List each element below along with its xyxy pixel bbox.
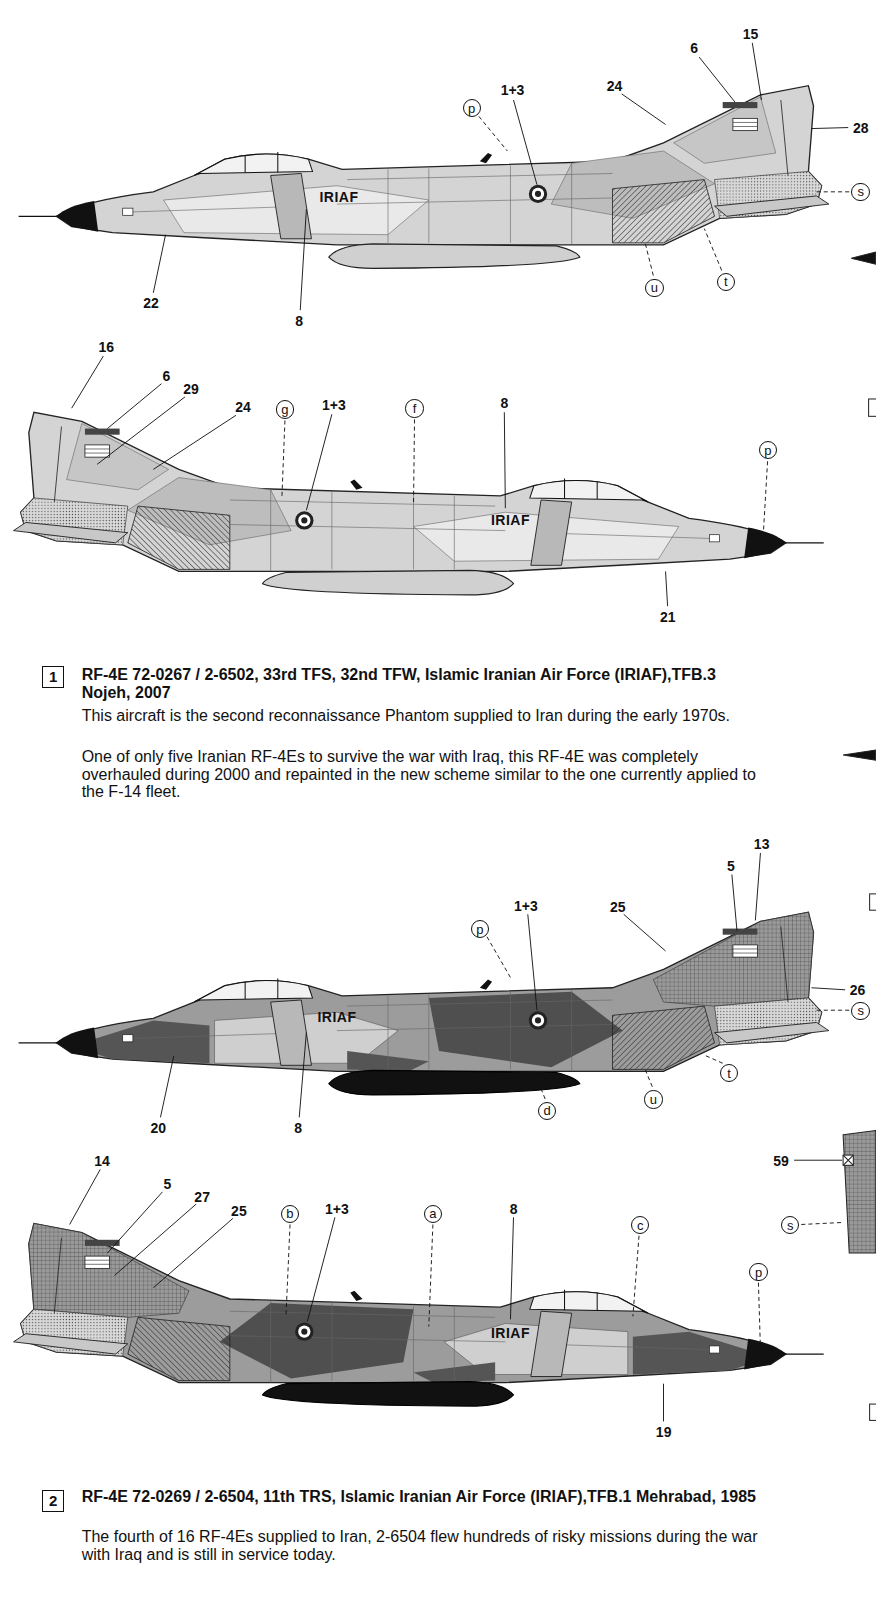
callout-number: 20	[150, 1120, 166, 1136]
callout-letter-text: p	[468, 102, 475, 115]
partial-box	[870, 894, 876, 910]
callout-letter: s	[851, 183, 869, 201]
partial-nose	[851, 252, 875, 264]
aircraft-profile	[19, 86, 829, 269]
callout-number: 22	[143, 295, 159, 311]
dashed-leader-line	[282, 116, 849, 1349]
callout-letter: p	[471, 920, 489, 938]
callout-letter-text: d	[544, 1104, 551, 1117]
callout-letter: g	[276, 400, 294, 418]
callout-letter: s	[781, 1216, 799, 1234]
callout-letter-text: t	[727, 1067, 731, 1080]
partial-profiles	[843, 252, 876, 1420]
callout-letter-text: p	[764, 444, 771, 457]
callout-letter: p	[463, 99, 481, 117]
callout-number: 29	[183, 381, 199, 397]
callout-letter-text: c	[637, 1219, 644, 1232]
callout-letter-text: a	[429, 1207, 436, 1220]
callout-number: 15	[743, 26, 759, 42]
profile-number-box: 1	[42, 666, 64, 688]
profile-description: This aircraft is the second reconnaissan…	[82, 707, 764, 725]
callout-letter-text: g	[281, 403, 288, 416]
callout-letter: a	[424, 1205, 442, 1223]
leader-line	[160, 853, 845, 1117]
leader-line	[72, 356, 668, 606]
fuselage-marking: IRIAF	[317, 1010, 356, 1025]
callout-number: 25	[231, 1203, 247, 1219]
callout-number: 28	[853, 120, 869, 136]
callout-number: 16	[98, 339, 114, 355]
callout-letter: t	[717, 273, 735, 291]
fuselage-marking: IRIAF	[319, 190, 358, 205]
callout-number: 8	[294, 1120, 302, 1136]
profile-description: The fourth of 16 RF-4Es supplied to Iran…	[82, 1528, 764, 1563]
callout-number: 13	[754, 836, 770, 852]
callout-number: 6	[690, 40, 698, 56]
callout-letter-text: t	[724, 275, 728, 288]
callout-number: 8	[295, 313, 303, 329]
leader-lines	[70, 43, 850, 1422]
callout-letter-text: p	[476, 923, 483, 936]
callout-letter: p	[759, 441, 777, 459]
callout-letter-text: p	[755, 1266, 762, 1279]
partial-nose	[843, 750, 876, 760]
callout-letter: t	[720, 1064, 738, 1082]
callout-number: 19	[656, 1424, 672, 1440]
profile-number-box: 2	[42, 1490, 64, 1512]
callout-number: 8	[510, 1201, 518, 1217]
callout-letter: b	[281, 1205, 299, 1223]
callout-number: 24	[235, 399, 251, 415]
callout-number: 8	[500, 395, 508, 411]
callout-letter: s	[851, 1002, 869, 1020]
callout-letter: d	[538, 1102, 556, 1120]
callout-number: 1+3	[514, 898, 538, 914]
partial-marking	[843, 1155, 853, 1165]
callout-number: 26	[850, 982, 866, 998]
callout-letter-text: u	[651, 281, 658, 294]
callout-letter-text: f	[413, 402, 417, 415]
callout-letter-text: b	[286, 1207, 293, 1220]
callout-letter: f	[405, 399, 423, 417]
aircraft-profile	[19, 912, 829, 1095]
profile-number: 1	[49, 668, 57, 685]
leader-line	[153, 43, 848, 310]
fuselage-marking: IRIAF	[491, 513, 530, 528]
aircraft-profile	[14, 412, 824, 595]
callout-letter: u	[644, 1090, 662, 1108]
callout-letter-text: s	[857, 185, 864, 198]
callout-number: 1+3	[322, 397, 346, 413]
callout-letter-text: s	[857, 1004, 864, 1017]
callout-letter: u	[645, 279, 663, 297]
partial-box	[870, 1404, 876, 1420]
profile-heading: RF-4E 72-0269 / 2-6504, 11th TRS, Islami…	[82, 1488, 764, 1506]
partial-box	[869, 399, 876, 416]
callout-letter-text: s	[787, 1219, 794, 1232]
callout-number: 1+3	[501, 82, 525, 98]
callout-letter: p	[749, 1263, 767, 1281]
callout-number: 25	[610, 899, 626, 915]
profile-number: 2	[49, 1492, 57, 1509]
callout-number: 59	[773, 1153, 789, 1169]
profile-heading: RF-4E 72-0267 / 2-6502, 33rd TFS, 32nd T…	[82, 666, 764, 702]
partial-tail	[843, 1131, 876, 1253]
callout-letter: c	[631, 1216, 649, 1234]
callout-number: 5	[164, 1176, 172, 1192]
fuselage-marking: IRIAF	[491, 1326, 530, 1341]
callout-number: 5	[727, 858, 735, 874]
callout-number: 1+3	[325, 1201, 349, 1217]
callout-number: 24	[607, 78, 623, 94]
leader-line	[70, 1160, 842, 1421]
callout-number: 6	[163, 368, 171, 384]
profile-description: One of only five Iranian RF-4Es to survi…	[82, 748, 764, 801]
callout-letter-text: u	[650, 1093, 657, 1106]
callout-number: 14	[94, 1153, 110, 1169]
aircraft-profile	[14, 1223, 824, 1406]
callout-number: 21	[660, 609, 676, 625]
callout-number: 27	[194, 1189, 210, 1205]
partial-marking	[843, 1155, 853, 1165]
